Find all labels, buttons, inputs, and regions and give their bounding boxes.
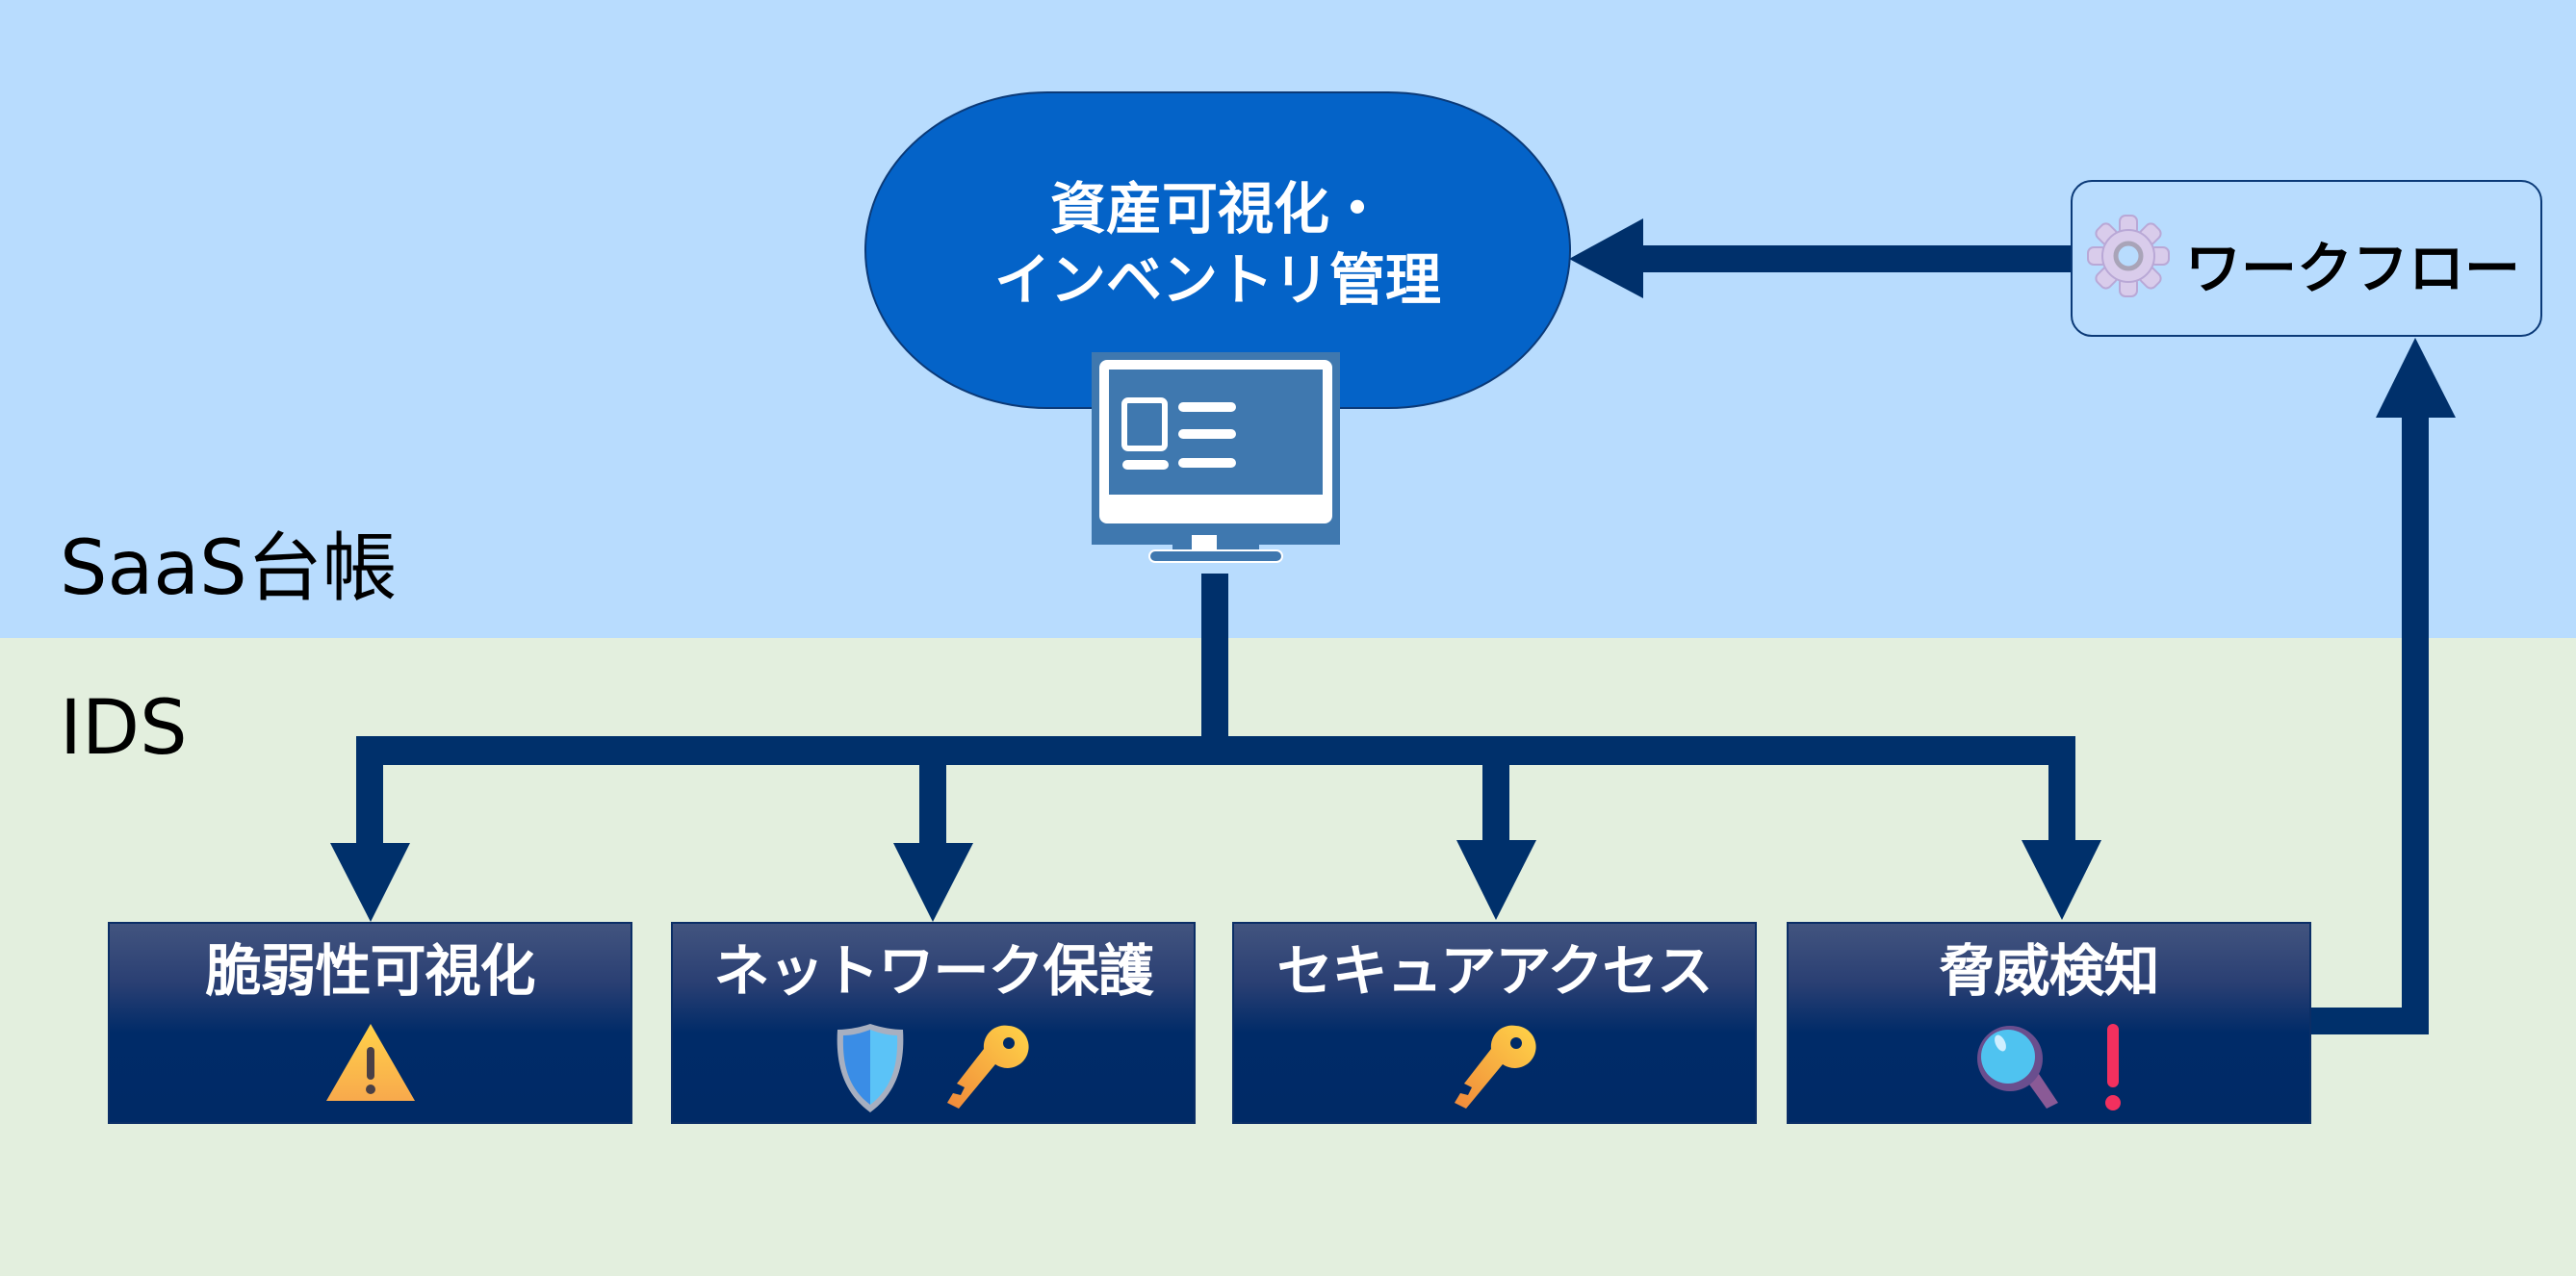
hub-title-line1: 資産可視化・: [1049, 176, 1385, 242]
arrowhead-left: [1569, 218, 1643, 298]
capability-threat-detection[interactable]: 脅威検知: [1787, 922, 2311, 1124]
trunk-line: [1201, 574, 1228, 764]
saas-zone-label: SaaS台帳: [60, 525, 398, 612]
key-icon: [1454, 1025, 1536, 1109]
drop-line-1: [356, 736, 383, 861]
capability-network-protection[interactable]: ネットワーク保護: [671, 922, 1196, 1124]
capability-title: ネットワーク保護: [713, 938, 1153, 1004]
distribution-bar: [356, 736, 2075, 765]
capability-vulnerability-visibility[interactable]: 脆弱性可視化: [108, 922, 632, 1124]
arrowhead-up: [2376, 338, 2456, 418]
workflow-to-hub-line: [1641, 245, 2072, 272]
drop-line-4: [2048, 736, 2075, 856]
gear-icon: [2087, 215, 2170, 297]
workflow-label: ワークフロー: [2185, 236, 2521, 301]
return-vertical: [2402, 414, 2429, 1034]
drop-line-3: [1482, 736, 1509, 856]
hub-title: 資産可視化・ インベントリ管理: [864, 173, 1571, 316]
arrowhead-down-1: [330, 843, 410, 922]
arrowhead-down-3: [1456, 840, 1536, 920]
warning-icon: [325, 1024, 415, 1101]
arrowhead-down-2: [893, 843, 973, 922]
capability-secure-access[interactable]: セキュアアクセス: [1232, 922, 1757, 1124]
ids-zone-label: IDS: [60, 685, 188, 772]
monitor-list-icon: [1092, 352, 1340, 563]
magnifier-icon: [1976, 1026, 2058, 1109]
key-icon: [946, 1025, 1029, 1109]
exclamation-icon: [2104, 1024, 2121, 1110]
arrowhead-down-4: [2022, 840, 2101, 920]
drop-line-2: [919, 736, 946, 861]
hub-title-line2: インベントリ管理: [993, 247, 1441, 313]
shield-icon: [837, 1024, 903, 1112]
capability-title: 脆弱性可視化: [205, 938, 535, 1004]
capability-title: セキュアアクセス: [1276, 938, 1713, 1004]
capability-title: 脅威検知: [1939, 938, 2159, 1004]
